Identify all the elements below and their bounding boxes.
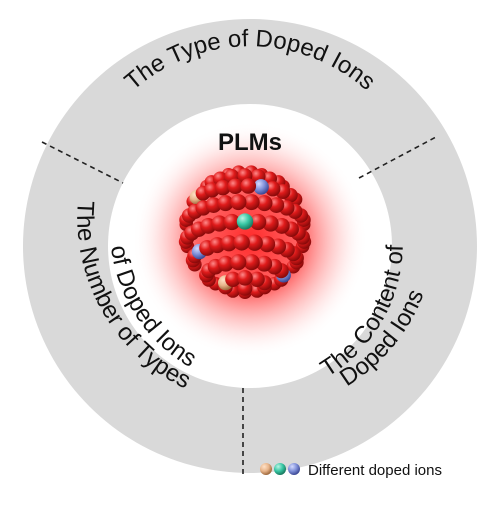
host-ion bbox=[211, 215, 228, 232]
nanoparticle-sphere bbox=[178, 165, 312, 299]
host-ion bbox=[262, 215, 279, 232]
host-ion bbox=[256, 195, 273, 212]
host-ion bbox=[223, 213, 241, 231]
legend-label: Different doped ions bbox=[308, 462, 442, 479]
legend-dopant-orange-icon bbox=[260, 463, 272, 475]
host-ion bbox=[225, 271, 241, 287]
center-title: PLMs bbox=[218, 129, 282, 156]
host-ion bbox=[233, 234, 250, 251]
legend: Different doped ions bbox=[260, 462, 442, 479]
divider-left bbox=[41, 141, 124, 184]
host-ion bbox=[237, 270, 253, 286]
host-ion bbox=[230, 254, 247, 271]
divider-right bbox=[358, 136, 437, 179]
host-ion bbox=[246, 234, 263, 251]
host-ion bbox=[227, 178, 244, 195]
host-ion bbox=[205, 197, 222, 213]
host-ion bbox=[265, 181, 281, 197]
host-ion bbox=[215, 180, 231, 196]
host-ion bbox=[220, 235, 238, 252]
host-ion bbox=[243, 194, 260, 211]
host-ion bbox=[230, 194, 247, 211]
dopant-ion-blue bbox=[253, 179, 269, 195]
host-ion bbox=[259, 236, 276, 253]
host-ion bbox=[217, 195, 234, 212]
host-ion bbox=[249, 213, 267, 231]
dopant-ion-teal bbox=[236, 213, 254, 230]
host-ion bbox=[217, 255, 234, 272]
host-ion bbox=[249, 271, 265, 287]
legend-dopant-blue-icon bbox=[288, 463, 300, 475]
host-ion bbox=[256, 255, 273, 272]
ring bbox=[22, 19, 477, 473]
host-ion bbox=[268, 197, 285, 213]
host-ion bbox=[243, 254, 260, 271]
host-ion bbox=[240, 178, 257, 194]
legend-dopant-teal-icon bbox=[274, 463, 286, 475]
